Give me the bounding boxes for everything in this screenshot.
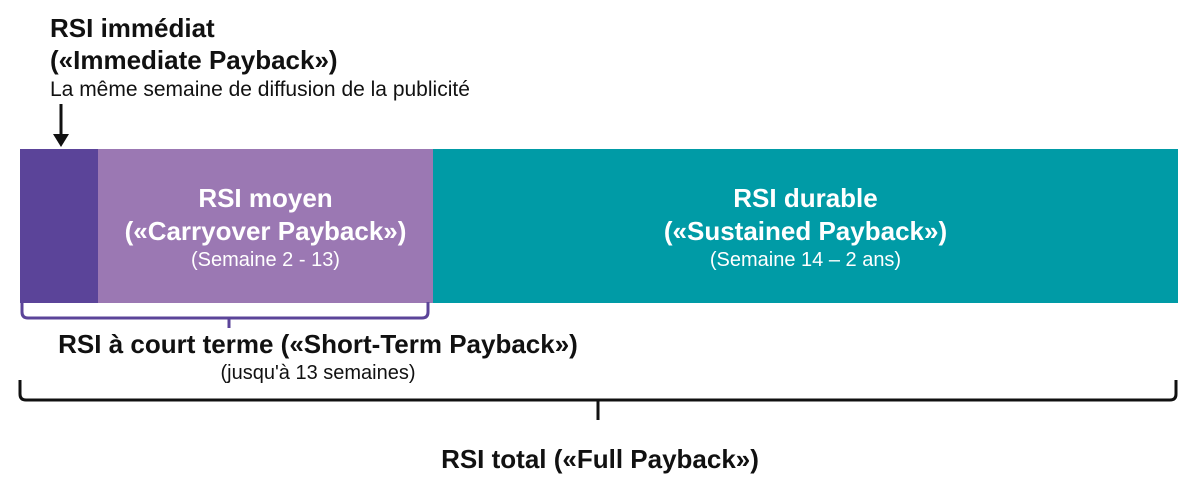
full-bracket [18,380,1178,420]
carryover-subtitle: («Carryover Payback») [124,216,407,246]
immediate-subtitle: («Immediate Payback») [50,45,338,75]
sustained-subtitle: («Sustained Payback») [663,216,948,246]
short-term-label: RSI à court terme («Short-Term Payback») [58,329,578,359]
sustained-title: RSI durable [733,183,878,213]
immediate-title: RSI immédiat [50,13,215,43]
sustained-period: (Semaine 14 – 2 ans) [709,249,902,271]
carryover-segment: RSI moyen («Carryover Payback») (Semaine… [98,149,433,303]
carryover-period: (Semaine 2 - 13) [191,249,340,271]
down-arrow-icon [53,104,69,147]
short-term-bracket [20,302,430,328]
full-label: RSI total («Full Payback») [441,444,759,474]
immediate-description: La même semaine de diffusion de la publi… [50,78,470,101]
sustained-segment: RSI durable («Sustained Payback») (Semai… [433,149,1178,303]
carryover-title: RSI moyen [198,183,333,213]
short-term-period: (jusqu'à 13 semaines) [220,362,416,384]
immediate-segment [20,149,98,303]
